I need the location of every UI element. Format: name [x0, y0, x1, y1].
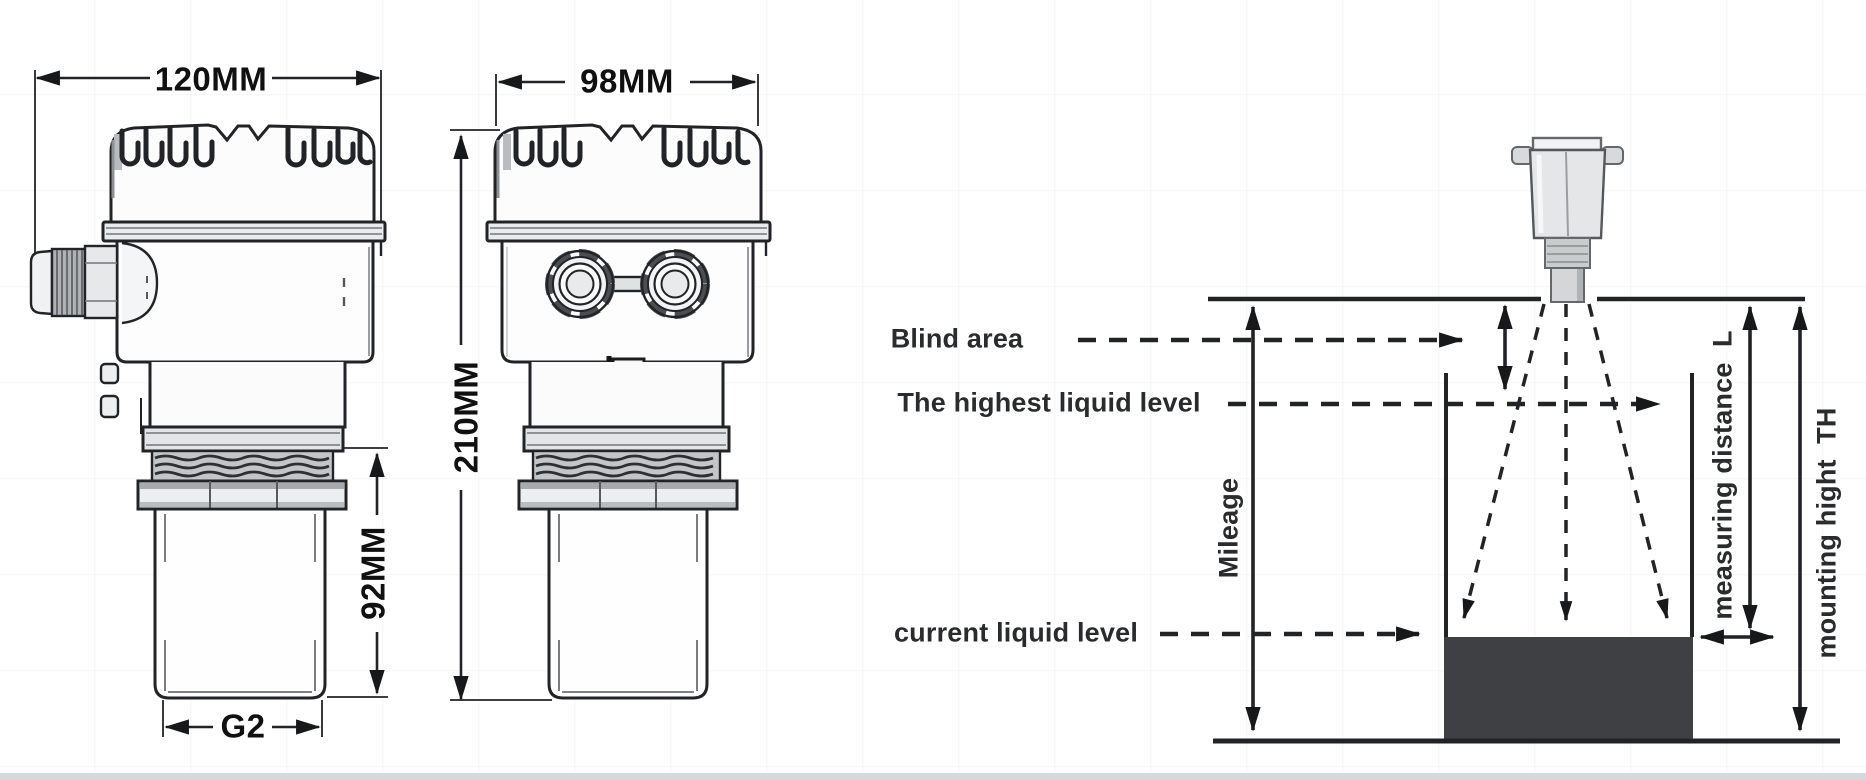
install-sensor: [1511, 136, 1624, 303]
front-thread-section: [517, 362, 739, 511]
dim-front-width: 98MM: [580, 62, 674, 100]
label-leader-lines: [1078, 332, 1661, 642]
front-gland-bosses: [545, 249, 710, 319]
installation-diagram: [1078, 136, 1840, 744]
front-body: [500, 239, 755, 364]
label-measuring-distance: measuring distance L: [1707, 330, 1738, 620]
page-bottom-edge: [0, 773, 1866, 780]
side-cap: [109, 123, 376, 222]
side-thread-section: [136, 425, 348, 511]
side-transducer: [153, 507, 327, 700]
dim-side-thread: G2: [220, 707, 266, 745]
front-gland-left: [545, 249, 615, 319]
front-cap: [493, 123, 763, 222]
dim-front-height: 210MM: [447, 360, 485, 474]
ultrasonic-beams: [1462, 303, 1669, 622]
front-transducer: [547, 507, 709, 700]
liquid-fill: [1444, 637, 1693, 741]
front-view-drawing: [450, 74, 772, 701]
side-thread-dimension: [162, 700, 323, 737]
front-width-dimension: [495, 74, 759, 126]
side-height-dimension: [327, 447, 388, 698]
side-body: [115, 239, 375, 364]
label-mounting-height: mounting hight TH: [1811, 407, 1842, 659]
side-shoulder: [99, 362, 347, 434]
label-blind-area: Blind area: [890, 323, 1024, 354]
dim-side-height: 92MM: [354, 526, 392, 620]
front-gland-right: [640, 249, 710, 319]
side-cable-gland: [29, 241, 159, 325]
label-mileage: Mileage: [1213, 477, 1244, 579]
side-width-dimension: [34, 70, 382, 258]
label-current-liquid-level: current liquid level: [893, 617, 1139, 648]
side-view-drawing: [29, 70, 388, 737]
front-height-dimension: [450, 129, 552, 701]
label-highest-liquid-level: The highest liquid level: [897, 387, 1201, 418]
dim-side-width: 120MM: [154, 60, 268, 98]
